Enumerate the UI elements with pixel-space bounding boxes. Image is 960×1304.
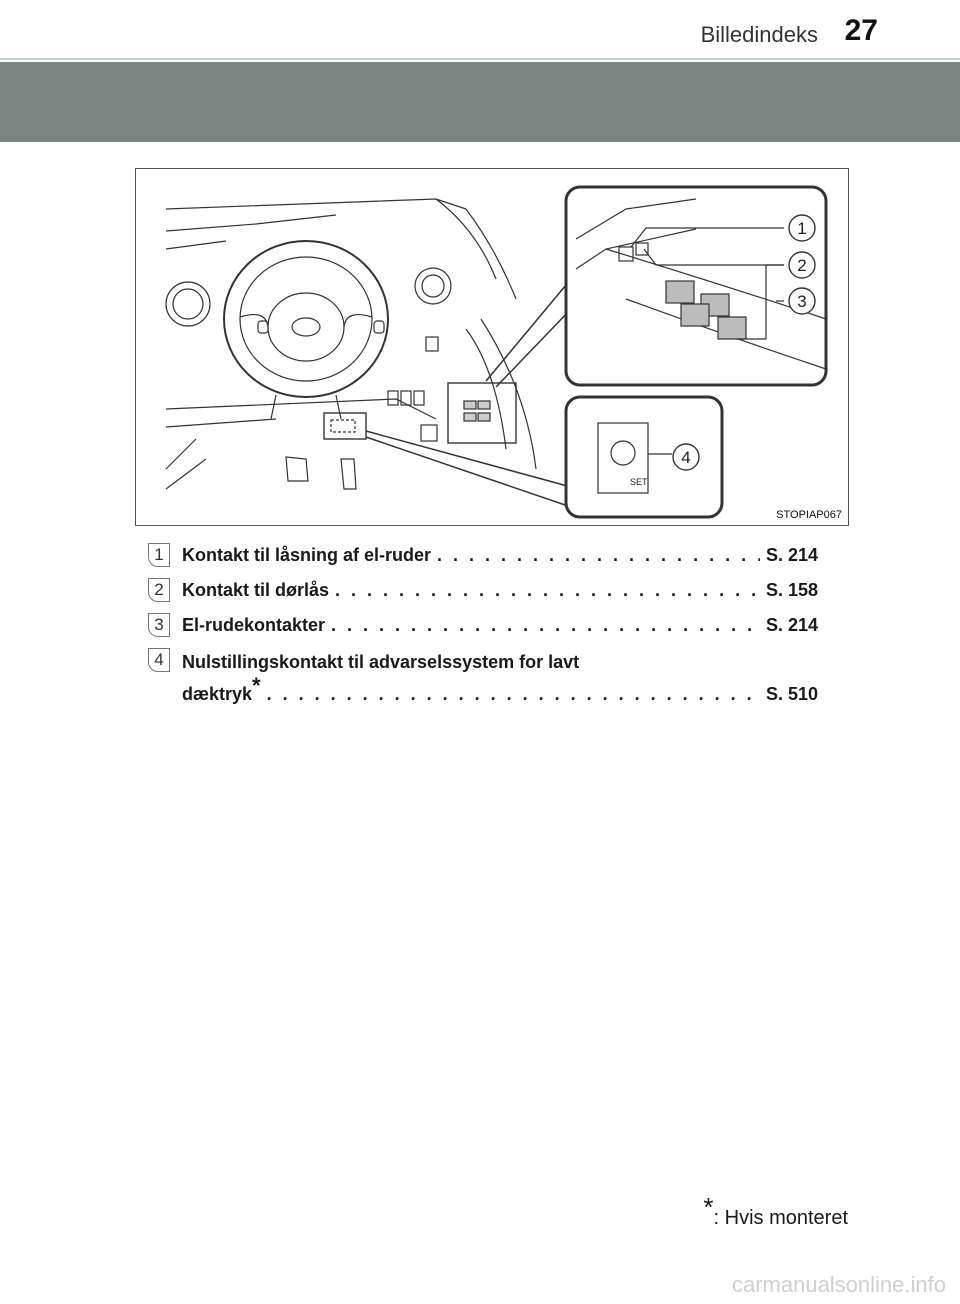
footnote: *: Hvis monteret	[703, 1192, 848, 1231]
footnote-asterisk: *	[703, 1192, 714, 1222]
entry-number: 4	[148, 648, 170, 672]
entry-number: 2	[148, 578, 170, 602]
index-entry-3: 3 El-rudekontakter . . . . . . . . . . .…	[148, 613, 818, 641]
figure-code: STOPIAP067	[776, 509, 842, 521]
entry-number: 3	[148, 613, 170, 637]
dot-leader: . . . . . . . . . . . . . . . . . . . . …	[437, 545, 760, 565]
entry-label-continued: dæktryk*	[182, 673, 261, 704]
page-reference[interactable]: S. 510	[765, 684, 818, 704]
callout-2: 2	[797, 256, 806, 275]
section-title: Billedindeks	[700, 22, 818, 47]
set-label: SET	[630, 477, 648, 487]
entry-label: Kontakt til dørlås	[182, 580, 330, 600]
entry-label: Kontakt til låsning af el-ruder	[182, 545, 432, 565]
callout-4: 4	[681, 448, 690, 467]
callout-1: 1	[797, 219, 806, 238]
entry-label: El-rudekontakter	[182, 615, 326, 635]
dashboard-drawing: 1 2 3 4 SET	[165, 185, 828, 519]
index-entry-4: 4 Nulstillingskontakt til advarselssyste…	[148, 648, 818, 708]
page-number: 27	[844, 14, 878, 47]
header-band	[0, 58, 960, 142]
page-reference[interactable]: S. 214	[765, 615, 818, 635]
callout-3: 3	[797, 292, 806, 311]
dot-leader: . . . . . . . . . . . . . . . . . . . . …	[331, 615, 760, 635]
dot-leader: . . . . . . . . . . . . . . . . . . . . …	[335, 580, 760, 600]
watermark: carmanualsonline.info	[731, 1272, 946, 1297]
index-entry-2: 2 Kontakt til dørlås . . . . . . . . . .…	[148, 578, 818, 606]
dot-leader: . . . . . . . . . . . . . . . . . . . . …	[266, 684, 760, 704]
dashboard-illustration: 1 2 3 4 SET STOPIAP067	[135, 168, 849, 526]
footnote-marker: *	[252, 673, 261, 698]
page-reference[interactable]: S. 158	[765, 580, 818, 600]
entry-label: Nulstillingskontakt til advarselssystem …	[182, 652, 580, 672]
footnote-text: : Hvis monteret	[713, 1207, 848, 1229]
entry-number: 1	[148, 543, 170, 567]
page-reference[interactable]: S. 214	[765, 545, 818, 565]
index-entry-1: 1 Kontakt til låsning af el-ruder . . . …	[148, 543, 818, 571]
